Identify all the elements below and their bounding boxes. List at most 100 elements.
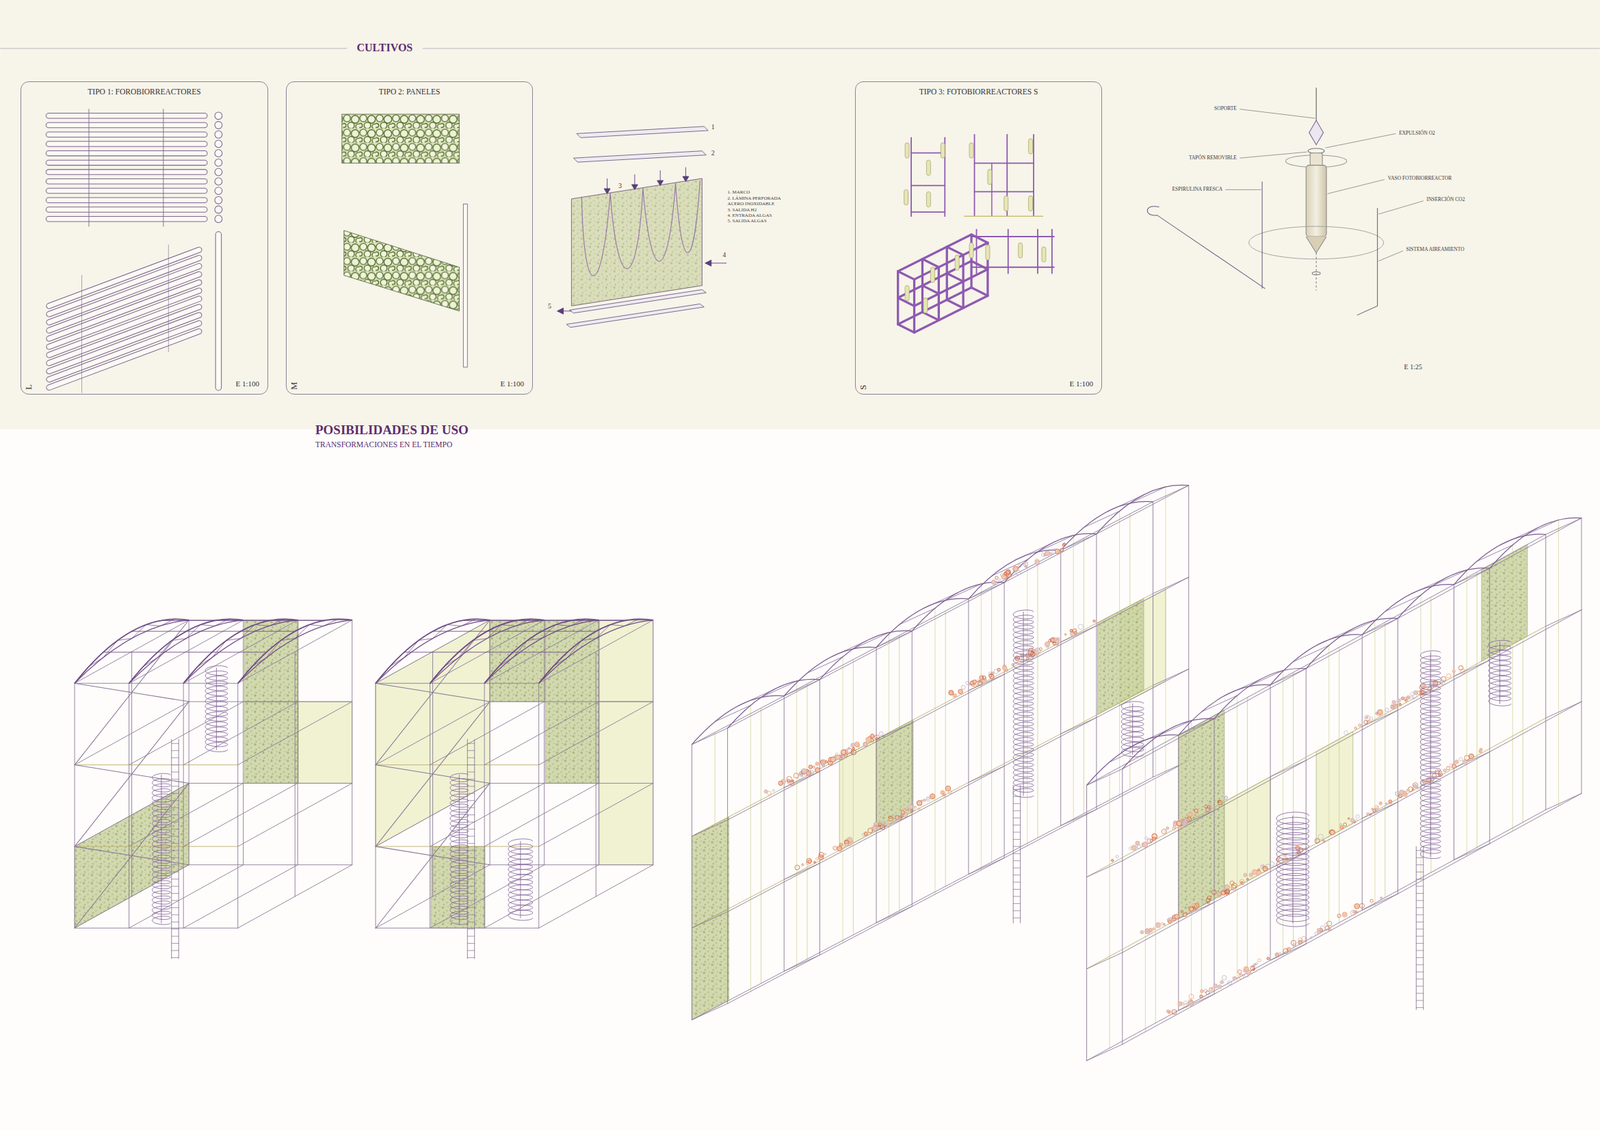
crop-blob: [835, 755, 841, 760]
crop-blob: [1177, 1002, 1183, 1007]
art-line: [171, 928, 179, 930]
art-line: [598, 620, 600, 866]
tube: [45, 132, 208, 137]
frame-axonometric: [691, 484, 1189, 1020]
crop-blob: [1166, 1010, 1170, 1014]
art-line: [268, 620, 324, 622]
art-line: [1013, 803, 1020, 805]
art-line: [964, 215, 1044, 217]
art-line: [1153, 577, 1189, 594]
crop-blob: [1266, 957, 1270, 961]
legend-item: 2. LÁMINA PERFORADA ACERO INOXIDABLE: [727, 195, 791, 208]
art-line: [1247, 697, 1248, 974]
art-line: [171, 850, 179, 851]
legend-item: 5. SALIDA ALGAS: [727, 218, 791, 224]
art-line: [1013, 860, 1020, 862]
art-line: [1282, 670, 1284, 957]
art-line: [171, 785, 179, 787]
crop-blob: [1152, 928, 1155, 931]
art-line: [1431, 570, 1467, 587]
art-line: [1130, 487, 1166, 504]
art-rect: [1309, 153, 1323, 167]
art-line: [1109, 772, 1111, 1049]
crop-blob: [1207, 805, 1211, 809]
art-line: [1545, 610, 1582, 627]
art-line: [1132, 703, 1133, 756]
art-line: [467, 822, 475, 823]
art-line: [1026, 559, 1028, 847]
art-line: [898, 635, 900, 912]
art-line: [1270, 943, 1306, 961]
crop-blob: [1433, 682, 1436, 685]
art-line: [1512, 545, 1514, 832]
crop-blob: [1045, 551, 1051, 557]
art-line: [1430, 653, 1432, 858]
art-polygon: [1097, 598, 1144, 715]
art-line: [216, 668, 217, 750]
crop-blob: [1232, 976, 1237, 981]
crop-blob: [844, 840, 849, 845]
art-line: [375, 683, 377, 929]
art-path: [911, 582, 1005, 631]
panel-heading: TIPO 3: FOTOBIORREACTORES S: [855, 87, 1102, 97]
crop-blob: [833, 847, 837, 851]
art-line: [1109, 746, 1146, 763]
art-path: [783, 647, 877, 696]
art-line: [171, 914, 179, 916]
crop-blob: [1223, 796, 1228, 801]
art-line: [183, 620, 298, 684]
art-polygon: [489, 620, 546, 702]
art-line: [375, 620, 490, 684]
art-path: [557, 307, 564, 314]
art-line: [171, 922, 179, 923]
art-line: [49, 315, 200, 372]
art-line: [1339, 620, 1375, 637]
art-line: [1013, 810, 1020, 812]
crop-blob: [1405, 699, 1408, 702]
crop-blob: [988, 674, 992, 678]
art-path: [819, 630, 912, 680]
art-path: [430, 619, 545, 684]
crop-blob: [1225, 889, 1230, 894]
art-path: [1147, 206, 1265, 289]
crop-blob: [1161, 922, 1165, 926]
art-line: [1019, 785, 1021, 923]
spiral: [508, 839, 533, 921]
tube-section: [214, 112, 223, 120]
crop-blob: [1026, 657, 1029, 660]
crop-blob: [1412, 783, 1418, 789]
crop-blob: [1366, 812, 1370, 816]
art-line: [162, 109, 164, 228]
art-line: [484, 683, 485, 929]
art-line: [1415, 972, 1423, 973]
tube-section: [214, 121, 223, 130]
art-line: [606, 178, 608, 190]
art-line: [595, 651, 597, 897]
art-path: [727, 679, 821, 728]
crop-blob: [1370, 899, 1373, 903]
art-path: [1397, 568, 1490, 620]
art-line: [1489, 568, 1490, 845]
art-line: [467, 814, 475, 816]
art-line: [853, 632, 889, 650]
art-line: [74, 764, 239, 766]
art-line: [1013, 789, 1020, 791]
part-label: INSERCIÓN CO2: [1426, 197, 1465, 204]
art-line: [660, 170, 661, 182]
crop-blob: [797, 774, 804, 780]
crop-blob: [764, 790, 768, 794]
art-line: [911, 211, 945, 213]
crop-blob: [1344, 731, 1349, 736]
art-line: [171, 743, 179, 745]
art-line: [1453, 584, 1455, 861]
art-line: [727, 761, 1189, 1005]
crop-blob: [809, 770, 814, 775]
art-line: [783, 863, 820, 880]
legend-item: 1. MARCO: [727, 189, 791, 195]
crop-blob: [842, 755, 845, 758]
art-line: [727, 485, 1189, 729]
crop-blob: [1062, 543, 1065, 546]
art-line: [980, 584, 982, 871]
art-line: [375, 764, 540, 766]
art-line: [1328, 645, 1330, 932]
